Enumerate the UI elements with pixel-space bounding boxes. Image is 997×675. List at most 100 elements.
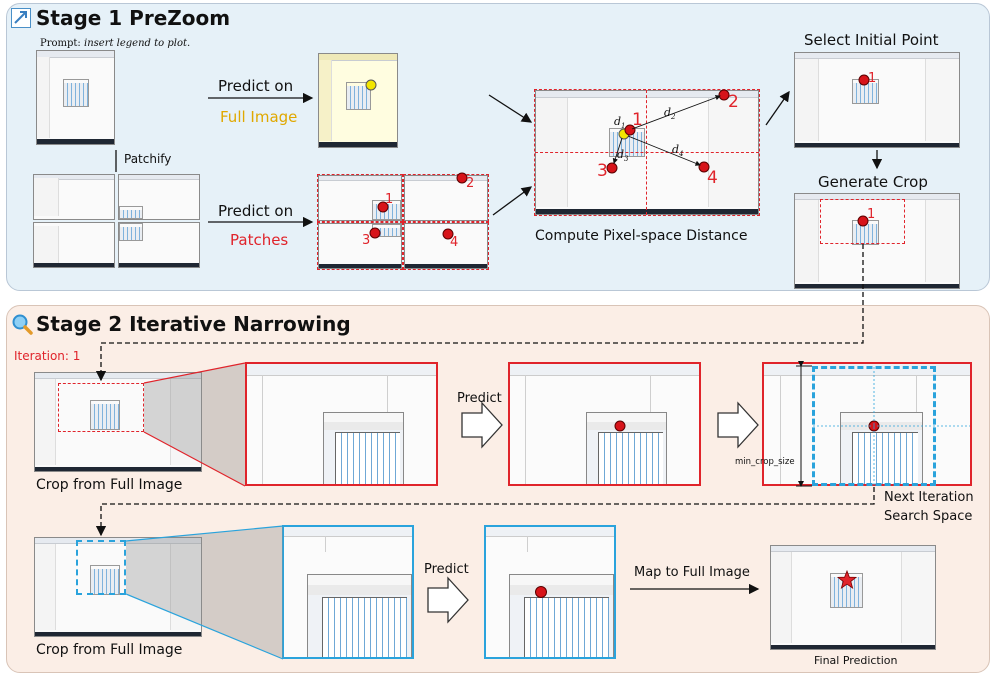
window-bar — [405, 176, 487, 182]
fig-toolbar — [586, 421, 666, 431]
zoom-divider — [526, 536, 528, 552]
magnifier-icon — [11, 313, 33, 335]
initial-point — [858, 74, 870, 86]
zoom-crop-1 — [245, 362, 438, 486]
window-right-side — [925, 199, 959, 283]
zoom-crop-2 — [282, 525, 414, 659]
zoom-bar — [284, 527, 412, 538]
window-bar — [34, 175, 114, 181]
distance-d4: d4 — [672, 143, 684, 158]
distance-number-3: 3 — [597, 161, 608, 181]
taskbar — [795, 143, 959, 147]
predict-crop-2 — [484, 525, 616, 659]
patches-label: Patches — [230, 231, 289, 249]
zoom-divider — [780, 374, 782, 484]
figure-window — [63, 78, 89, 107]
patch-prediction-tr — [404, 175, 488, 221]
zoom-projection-2 — [126, 526, 283, 659]
fig-plot — [852, 431, 919, 484]
patch-box-bl — [317, 222, 403, 270]
crop-point-number: 1 — [867, 207, 876, 222]
distance-d1-symbol: d — [614, 115, 622, 128]
patch-br — [118, 222, 200, 268]
window-bar — [536, 91, 758, 99]
distance-d2-subscript: 2 — [671, 113, 676, 122]
patch-point-3 — [369, 227, 381, 239]
crop-region-box — [820, 199, 905, 244]
crop-from-full-2: Crop from Full Image — [36, 642, 183, 658]
predict-crop-1 — [508, 362, 701, 486]
window-side — [35, 543, 56, 631]
window-side — [35, 378, 56, 466]
distance-number-4: 4 — [707, 168, 718, 188]
star-icon — [836, 569, 858, 590]
distance-d4-symbol: d — [672, 143, 680, 156]
patch-prediction-tl — [318, 175, 402, 221]
distance-d3: d3 — [617, 148, 629, 163]
zoom-bar — [510, 364, 699, 376]
distance-line-4 — [627, 135, 701, 166]
distance-grid-v — [535, 90, 647, 215]
window-side — [795, 199, 819, 283]
window-bar — [119, 175, 199, 181]
window-bar — [319, 54, 397, 61]
iteration-label: Iteration: 1 — [14, 349, 81, 363]
window-side — [34, 177, 59, 217]
final-prediction-label: Final Prediction — [814, 654, 898, 667]
initial-point-screenshot — [794, 52, 960, 148]
patch-point-2 — [456, 172, 468, 184]
window-right-side — [925, 58, 959, 142]
predict-on-full-label: Predict on — [218, 77, 294, 95]
distance-line-3 — [612, 137, 623, 164]
map-to-full-label: Map to Full Image — [634, 565, 750, 580]
predict-point-1 — [614, 420, 626, 432]
window-side — [771, 552, 792, 643]
distance-number-2: 2 — [728, 92, 739, 112]
figure-window — [89, 400, 120, 430]
zoom-divider — [525, 374, 527, 484]
initial-point-number: 1 — [868, 71, 877, 86]
prompt-label: Prompt: insert legend to plot. — [40, 38, 190, 49]
window-right-side — [170, 378, 201, 466]
distance-point-3 — [606, 162, 618, 174]
patch-point-4 — [442, 228, 454, 240]
patch-tl — [33, 174, 115, 220]
full-image-point — [365, 79, 377, 91]
distance-point-2 — [718, 89, 730, 101]
fig-plot — [597, 431, 663, 484]
arrow-patches-to-distance — [492, 186, 533, 216]
taskbar — [795, 284, 959, 288]
patch-bl — [33, 222, 115, 268]
taskbar — [771, 644, 935, 649]
iter1-screenshot — [34, 372, 202, 472]
predict-label-1: Predict — [457, 391, 502, 406]
full-image-label: Full Image — [220, 108, 298, 126]
distance-d4-subscript: 4 — [679, 150, 684, 159]
fig-plot — [524, 596, 609, 657]
next-iteration-line2: Search Space — [884, 509, 973, 524]
patch-box-br — [403, 222, 489, 270]
window-side — [319, 59, 333, 142]
patch-tr — [118, 174, 200, 220]
figure-window — [852, 79, 879, 104]
figure-window — [89, 565, 120, 595]
original-screenshot — [36, 50, 115, 145]
patch-prediction-bl — [318, 223, 402, 269]
crop-from-full-1: Crop from Full Image — [36, 477, 183, 493]
next-iteration-connector — [95, 487, 875, 537]
taskbar — [119, 262, 199, 267]
fig-toolbar — [308, 584, 411, 595]
window-bar — [319, 176, 401, 182]
fig-plot — [334, 431, 400, 484]
figure-window — [852, 220, 879, 245]
distance-point-1 — [624, 124, 636, 136]
distance-d2: d2 — [664, 106, 676, 121]
distance-d3-subscript: 3 — [624, 155, 629, 164]
patch-box-tl — [317, 174, 403, 222]
zoom-projection-1 — [144, 363, 245, 486]
zoom-bar — [247, 364, 436, 376]
min-crop-label: min_crop_size — [735, 457, 795, 467]
block-arrow-predict-2 — [427, 576, 469, 624]
arrow-distance-to-select — [765, 90, 790, 126]
crop-to-iteration-connector — [95, 244, 864, 382]
